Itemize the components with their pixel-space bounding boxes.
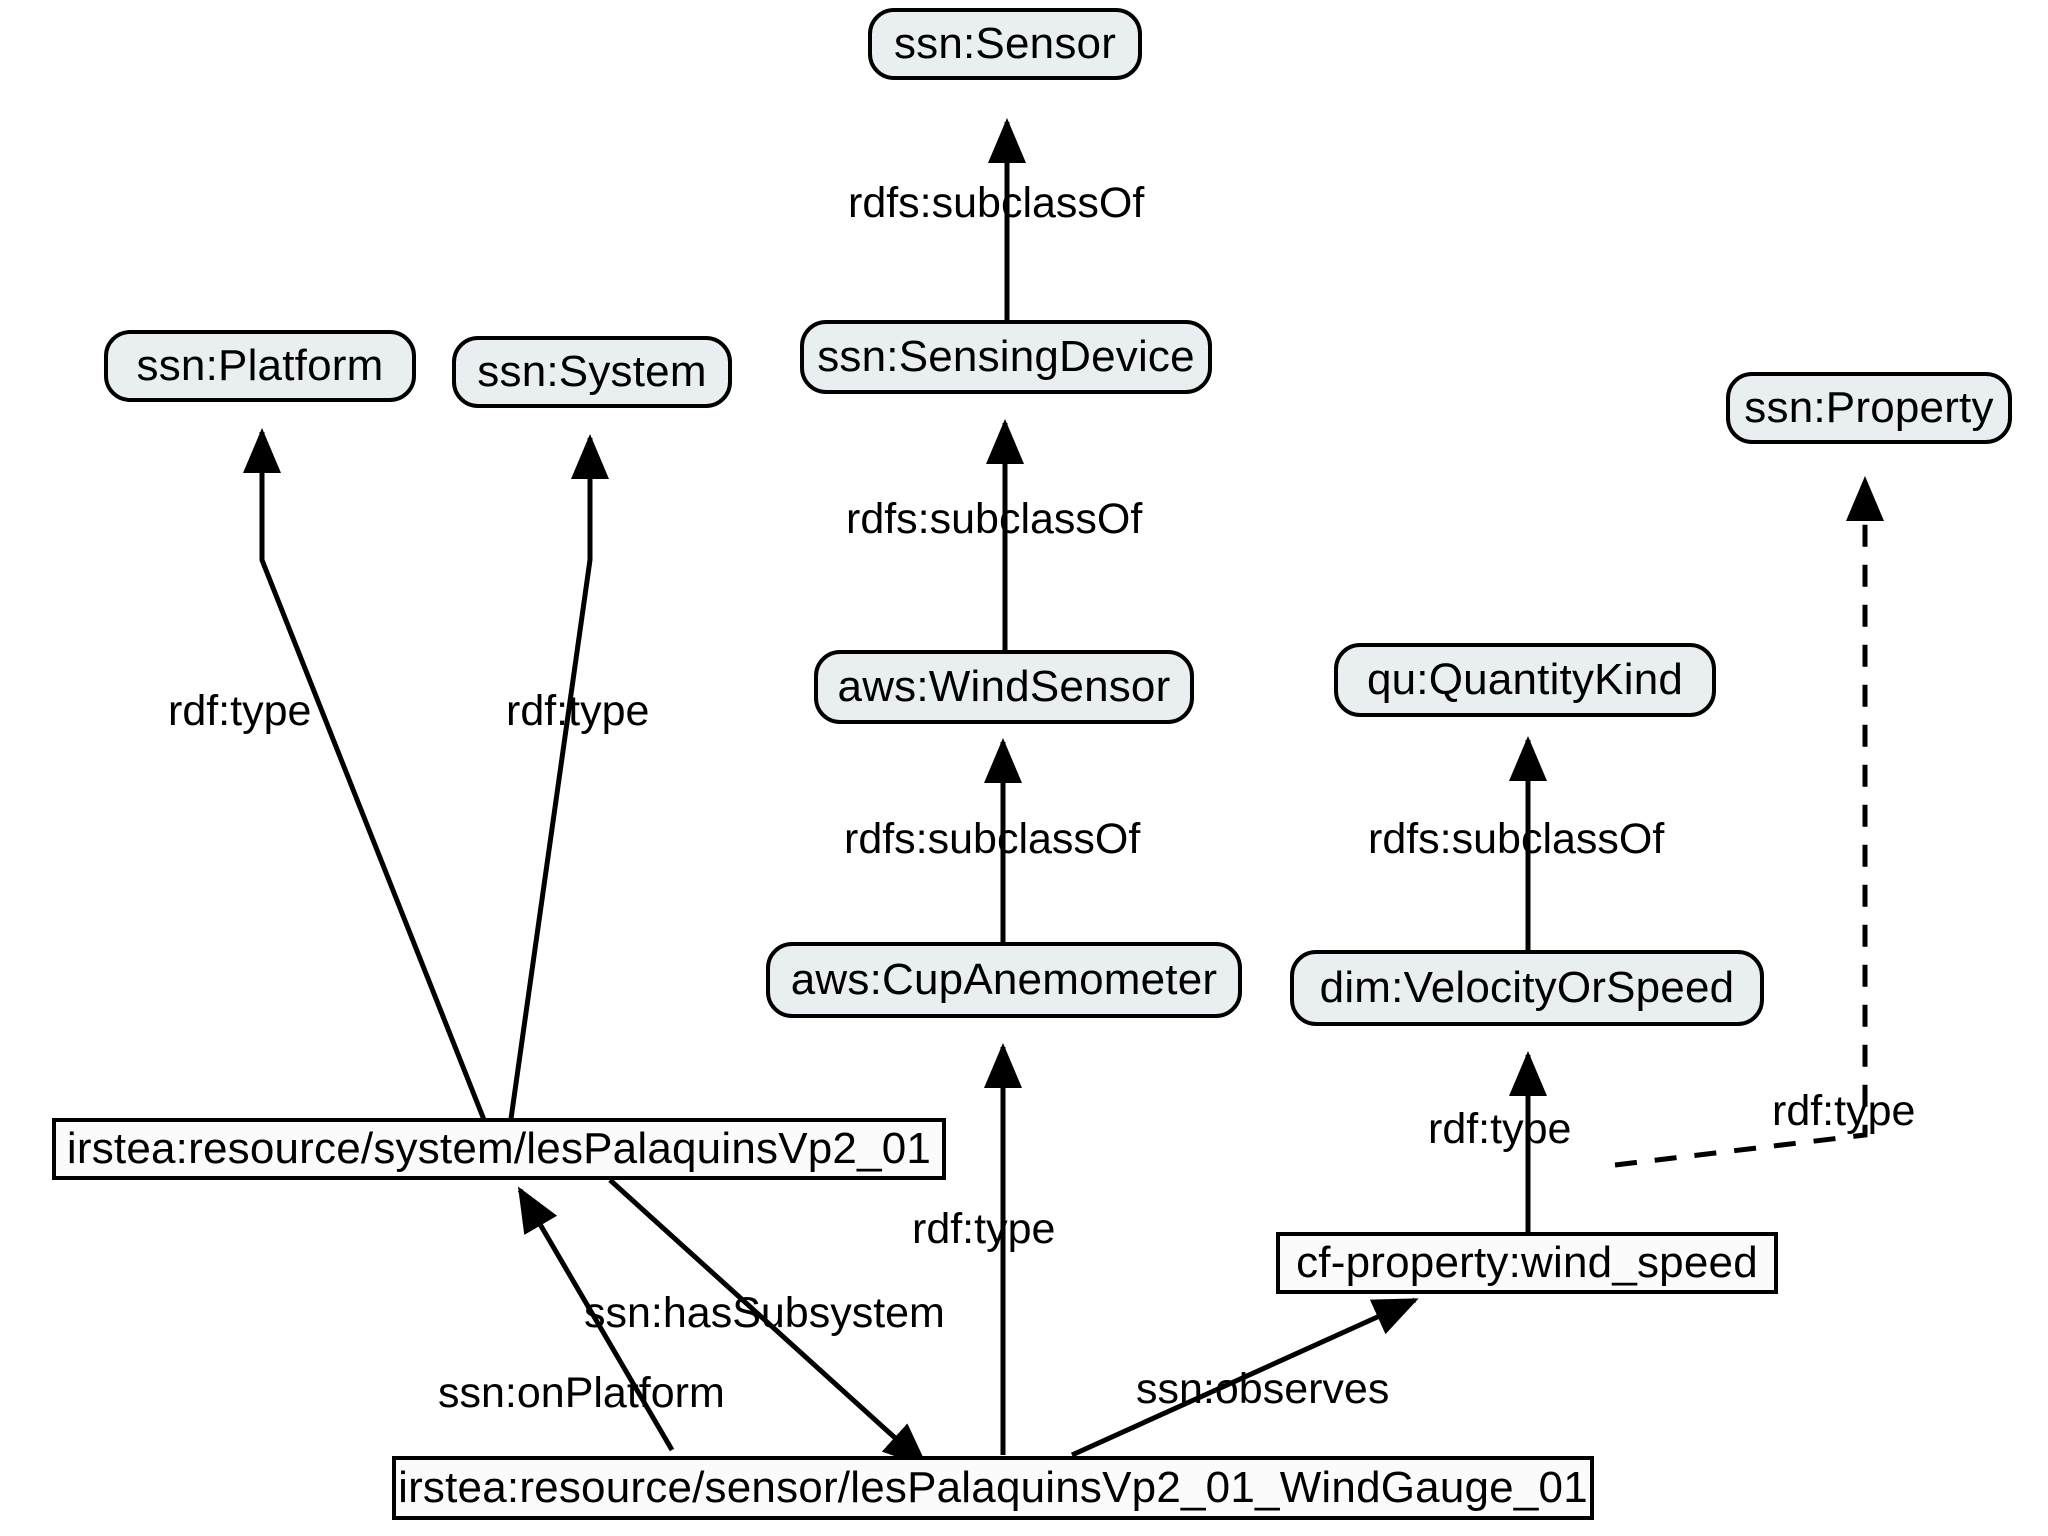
edge-label-type-platform: rdf:type [168, 687, 312, 735]
node-label: ssn:System [477, 347, 707, 396]
node-ssn-platform[interactable]: ssn:Platform [104, 330, 416, 402]
node-ssn-sensingdevice[interactable]: ssn:SensingDevice [800, 320, 1212, 394]
node-label: aws:CupAnemometer [790, 955, 1218, 1004]
node-aws-cupanemometer[interactable]: aws:CupAnemometer [766, 942, 1242, 1018]
node-irstea-system[interactable]: irstea:resource/system/lesPalaquinsVp2_0… [52, 1118, 946, 1180]
node-label: ssn:Platform [136, 341, 384, 390]
edge-label-type-velocity: rdf:type [1428, 1105, 1572, 1153]
node-ssn-sensor[interactable]: ssn:Sensor [868, 8, 1142, 80]
edge-label-hassubsystem: ssn:hasSubsystem [584, 1289, 945, 1337]
edge-type-system-platform [243, 427, 495, 1141]
node-label: ssn:Sensor [893, 19, 1117, 68]
edge-label-subclass-quantitykind: rdfs:subclassOf [1368, 815, 1665, 863]
edge-label-onplatform: ssn:onPlatform [438, 1369, 725, 1417]
node-ssn-system[interactable]: ssn:System [452, 336, 732, 408]
node-label: irstea:resource/sensor/lesPalaquinsVp2_0… [398, 1463, 1588, 1512]
edge-label-type-property: rdf:type [1772, 1087, 1916, 1135]
node-dim-velocityorspeed[interactable]: dim:VelocityOrSpeed [1290, 950, 1764, 1026]
node-irstea-sensor[interactable]: irstea:resource/sensor/lesPalaquinsVp2_0… [392, 1456, 1594, 1520]
node-label: cf-property:wind_speed [1296, 1238, 1758, 1287]
node-label: aws:WindSensor [837, 662, 1171, 711]
node-label: dim:VelocityOrSpeed [1319, 963, 1735, 1012]
node-label: ssn:SensingDevice [817, 332, 1195, 381]
node-label: ssn:Property [1744, 383, 1994, 432]
edge-label-type-cupanemometer: rdf:type [912, 1205, 1056, 1253]
edge-label-observes: ssn:observes [1136, 1365, 1390, 1413]
node-label: qu:QuantityKind [1366, 655, 1684, 704]
edge-label-subclass-windsensor: rdfs:subclassOf [844, 815, 1141, 863]
node-aws-windsensor[interactable]: aws:WindSensor [814, 650, 1194, 724]
edge-label-subclass-sensingdevice: rdfs:subclassOf [846, 495, 1143, 543]
edge-label-type-system: rdf:type [506, 687, 650, 735]
node-ssn-property[interactable]: ssn:Property [1726, 372, 2012, 444]
node-label: irstea:resource/system/lesPalaquinsVp2_0… [66, 1124, 932, 1173]
edge-label-subclass-sensor: rdfs:subclassOf [848, 179, 1145, 227]
node-qu-quantitykind[interactable]: qu:QuantityKind [1334, 643, 1716, 717]
node-cf-property-wind-speed[interactable]: cf-property:wind_speed [1276, 1232, 1778, 1294]
edge-type-system-system [505, 433, 609, 1141]
